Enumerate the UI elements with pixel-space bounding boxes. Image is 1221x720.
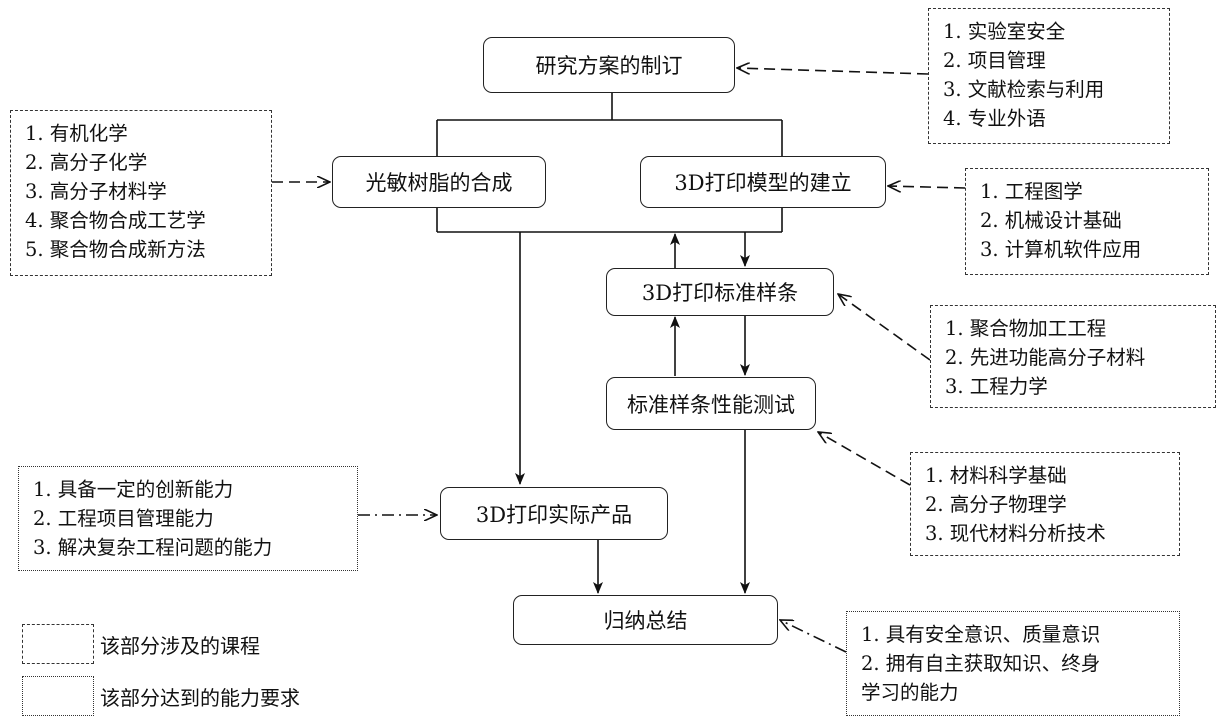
ability-links [358, 515, 847, 653]
plan-course-4: 4. 专业外语 [943, 107, 1046, 130]
product-ability-3: 3. 解决复杂工程问题的能力 [33, 536, 273, 559]
resin-course-1: 1. 有机化学 [25, 122, 128, 145]
model-course-3: 3. 计算机软件应用 [980, 238, 1142, 261]
summary-abilities-link [780, 620, 847, 653]
summary-ability-3: 学习的能力 [861, 681, 959, 704]
legend-courses-label: 该部分涉及的课程 [100, 634, 260, 658]
node-std-test: 标准样条性能测试 [606, 377, 816, 430]
resin-course-5: 5. 聚合物合成新方法 [25, 238, 206, 261]
resin-course-4: 4. 聚合物合成工艺学 [25, 209, 206, 232]
test-courses-box: 1. 材料科学基础 2. 高分子物理学 3. 现代材料分析技术 [910, 452, 1180, 556]
product-ability-1: 1. 具备一定的创新能力 [33, 478, 234, 501]
node-product: 3D打印实际产品 [440, 487, 668, 540]
node-std-print: 3D打印标准样条 [606, 268, 834, 316]
resin-course-2: 2. 高分子化学 [25, 151, 148, 174]
print-course-3: 3. 工程力学 [945, 375, 1048, 398]
test-course-3: 3. 现代材料分析技术 [925, 522, 1106, 545]
legend-abilities-label: 该部分达到的能力要求 [100, 686, 300, 710]
summary-ability-2: 2. 拥有自主获取知识、终身 [861, 652, 1101, 675]
legend-courses-swatch [22, 624, 94, 664]
plan-course-2: 2. 项目管理 [943, 49, 1046, 72]
print-course-1: 1. 聚合物加工工程 [945, 317, 1107, 340]
node-plan: 研究方案的制订 [483, 37, 735, 93]
model-course-2: 2. 机械设计基础 [980, 209, 1122, 232]
node-resin: 光敏树脂的合成 [332, 156, 546, 208]
node-summary: 归纳总结 [513, 595, 778, 645]
print-courses-link [838, 294, 931, 361]
test-courses-link [818, 432, 911, 486]
plan-courses-link [737, 68, 929, 75]
resin-courses-box: 1. 有机化学 2. 高分子化学 3. 高分子材料学 4. 聚合物合成工艺学 5… [10, 110, 272, 276]
resin-course-3: 3. 高分子材料学 [25, 180, 167, 203]
model-courses-link [888, 186, 966, 188]
summary-abilities-box: 1. 具有安全意识、质量意识 2. 拥有自主获取知识、终身 学习的能力 [846, 611, 1180, 716]
main-flow-lines [436, 93, 783, 594]
summary-ability-1: 1. 具有安全意识、质量意识 [861, 623, 1101, 646]
plan-courses-box: 1. 实验室安全 2. 项目管理 3. 文献检索与利用 4. 专业外语 [928, 8, 1170, 144]
node-model: 3D打印模型的建立 [640, 156, 886, 208]
test-course-2: 2. 高分子物理学 [925, 493, 1067, 516]
model-courses-box: 1. 工程图学 2. 机械设计基础 3. 计算机软件应用 [965, 168, 1209, 275]
print-courses-box: 1. 聚合物加工工程 2. 先进功能高分子材料 3. 工程力学 [930, 305, 1216, 408]
product-abilities-box: 1. 具备一定的创新能力 2. 工程项目管理能力 3. 解决复杂工程问题的能力 [18, 466, 358, 571]
plan-course-3: 3. 文献检索与利用 [943, 78, 1105, 101]
course-links [272, 68, 966, 486]
plan-course-1: 1. 实验室安全 [943, 20, 1066, 43]
product-ability-2: 2. 工程项目管理能力 [33, 507, 214, 530]
model-course-1: 1. 工程图学 [980, 180, 1083, 203]
test-course-1: 1. 材料科学基础 [925, 464, 1067, 487]
print-course-2: 2. 先进功能高分子材料 [945, 346, 1146, 369]
legend-abilities-swatch [22, 676, 94, 716]
